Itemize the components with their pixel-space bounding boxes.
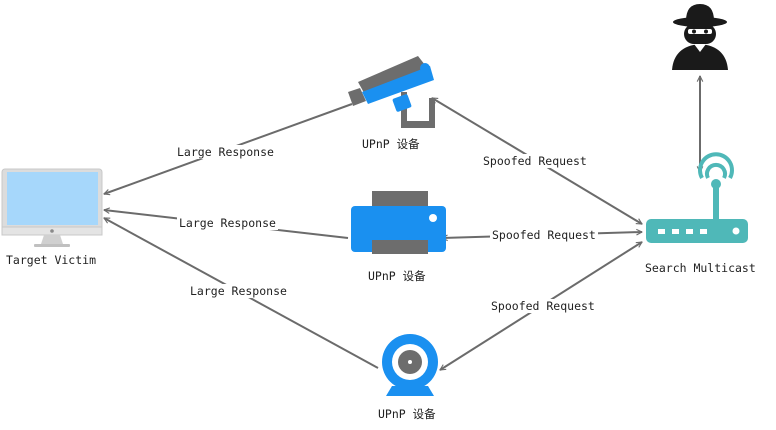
camera-label: UPnP 设备 xyxy=(362,137,420,151)
wireless-router-icon xyxy=(646,152,748,243)
edge-label-camera-request: Spoofed Request xyxy=(481,154,589,168)
webcam-icon xyxy=(382,334,438,396)
printer-icon xyxy=(351,191,446,254)
desktop-monitor-icon xyxy=(1,168,103,247)
victim-label: Target Victim xyxy=(6,253,97,267)
printer-label: UPnP 设备 xyxy=(368,269,426,283)
webcam-label: UPnP 设备 xyxy=(378,407,436,421)
edge-label-printer-request: Spoofed Request xyxy=(490,228,598,242)
edge-label-webcam-response: Large Response xyxy=(188,284,289,298)
security-camera-icon xyxy=(348,56,435,128)
hacker-icon xyxy=(672,4,728,70)
edge-label-printer-response: Large Response xyxy=(177,216,278,230)
router-label: Search Multicast xyxy=(645,261,756,275)
edge-label-webcam-request: Spoofed Request xyxy=(489,299,597,313)
edge-label-camera-response: Large Response xyxy=(175,145,276,159)
